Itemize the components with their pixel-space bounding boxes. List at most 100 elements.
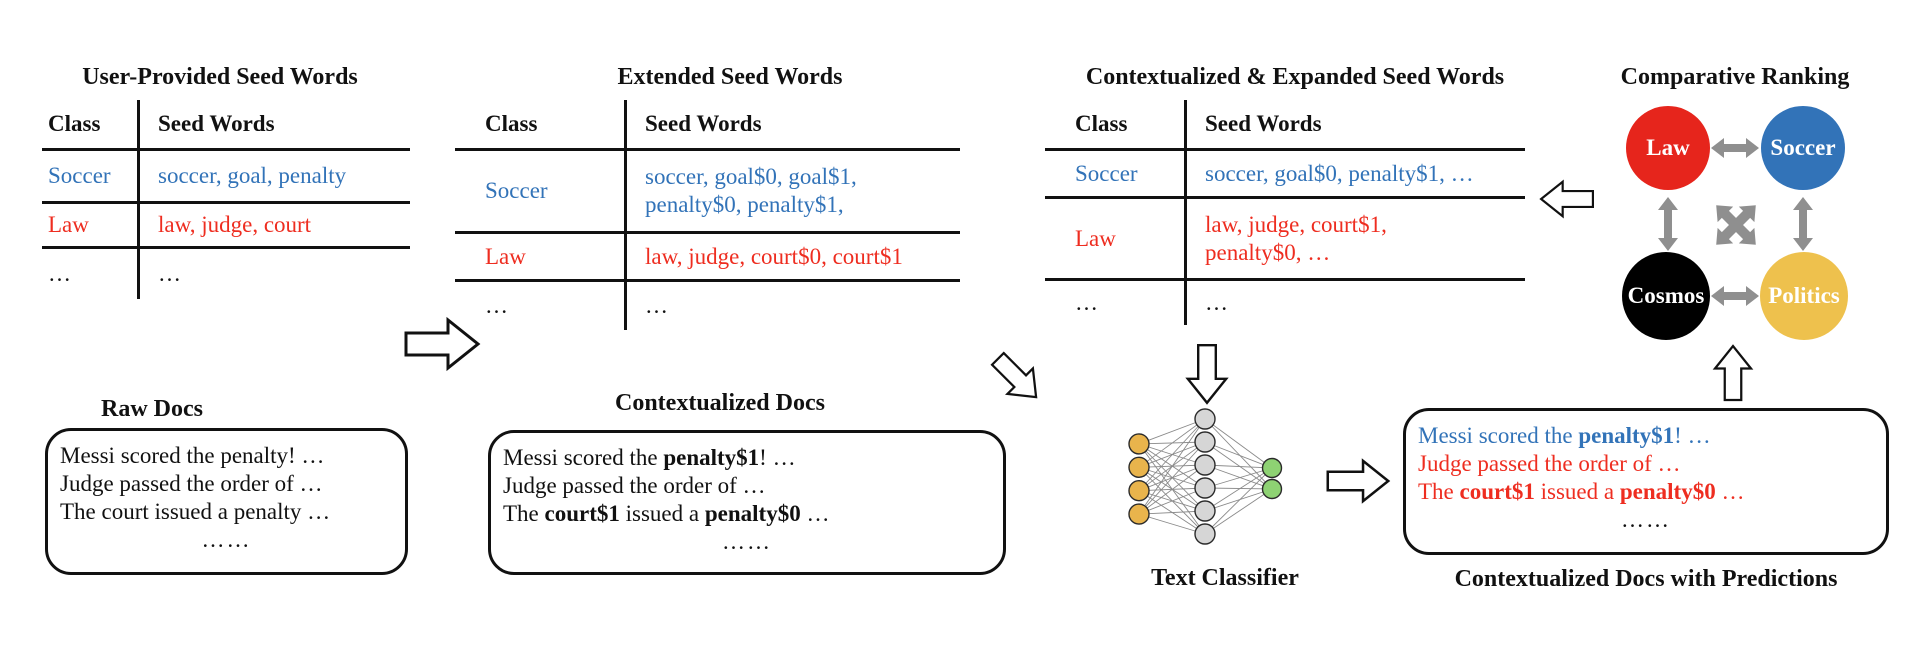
col-header-seed-words: Seed Words — [1205, 111, 1322, 136]
nn-edge — [1204, 467, 1273, 512]
doc-text-segment: The — [1418, 479, 1460, 504]
doc-text-segment: penalty$1 — [663, 445, 760, 470]
table-row-soccer: Soccer soccer, goal, penalty — [42, 151, 410, 204]
nn-node-hidden — [1194, 431, 1216, 453]
raw-docs-title: Raw Docs — [101, 396, 203, 422]
nn-node-hidden — [1194, 408, 1216, 430]
doc-text-segment: … — [800, 501, 830, 526]
comparative-ranking-title: Comparative Ranking — [1620, 64, 1850, 90]
doc-text-segment: court$1 — [544, 501, 620, 526]
double-arrow-cosmos-politics-icon — [1711, 286, 1759, 306]
col-header-class: Class — [42, 100, 140, 148]
doc-ellipsis: …… — [722, 529, 772, 554]
class-label: Law — [455, 234, 627, 279]
nn-edge — [1138, 418, 1206, 492]
nn-edge — [1204, 418, 1273, 469]
contextualized-docs-title: Contextualized Docs — [615, 390, 825, 416]
doc-text-segment: ! … — [1674, 423, 1711, 448]
nn-edge — [1138, 441, 1206, 515]
doc-text-segment: penalty$0 — [704, 501, 801, 526]
doc-line: Messi scored the penalty$1! … — [1418, 422, 1874, 450]
ranking-node-cosmos: Cosmos — [1622, 252, 1710, 340]
nn-edge — [1204, 467, 1273, 489]
seed-words: … — [645, 293, 668, 318]
nn-edge — [1204, 441, 1273, 469]
doc-ellipsis: …… — [1621, 507, 1671, 532]
table-row-ellipsis: … … — [1045, 281, 1525, 325]
user-seed-table: Class Seed Words Soccer soccer, goal, pe… — [42, 100, 410, 299]
doc-line: Messi scored the penalty! … — [60, 443, 325, 468]
double-arrow-soccer-politics-icon — [1793, 197, 1813, 251]
doc-line: Messi scored the penalty$1! … — [503, 444, 991, 472]
nn-edge — [1204, 488, 1273, 535]
node-label: Cosmos — [1627, 283, 1705, 308]
doc-line: The court$1 issued a penalty$0 … — [503, 500, 991, 528]
nn-node-output — [1261, 478, 1283, 500]
doc-text-segment: Messi scored the — [1418, 423, 1579, 448]
expanded-seed-title: Contextualized & Expanded Seed Words — [1085, 64, 1505, 90]
nn-edge — [1138, 487, 1206, 515]
nn-node-hidden — [1194, 500, 1216, 522]
double-arrow-law-soccer-icon — [1711, 138, 1759, 158]
text-classifier-label: Text Classifier — [1151, 565, 1299, 591]
class-label: Soccer — [455, 151, 627, 231]
doc-line: Judge passed the order of … — [60, 471, 323, 496]
table-row-law: Law law, judge, court — [42, 204, 410, 249]
ranking-node-soccer: Soccer — [1761, 106, 1845, 190]
nn-edge — [1138, 510, 1206, 515]
table-header-row: Class Seed Words — [455, 100, 960, 151]
double-arrow-cross-icon — [1716, 205, 1756, 245]
nn-edge — [1138, 418, 1206, 445]
node-label: Soccer — [1770, 135, 1836, 160]
extended-seed-table: Class Seed Words Soccer soccer, goal$0, … — [455, 100, 960, 330]
class-label: … — [1045, 281, 1187, 325]
nn-node-output — [1261, 457, 1283, 479]
doc-text-segment: issued a — [619, 501, 705, 526]
seed-words: soccer, goal$0, goal$1, penalty$0, penal… — [645, 164, 857, 217]
nn-edge — [1204, 488, 1273, 512]
arrow-right-seed-extension-icon — [404, 316, 481, 372]
class-label: Soccer — [1045, 151, 1187, 196]
neural-network-icon — [1128, 408, 1283, 545]
doc-text-segment: issued a — [1534, 479, 1620, 504]
table-header-row: Class Seed Words — [42, 100, 410, 151]
seed-words: law, judge, court — [158, 212, 312, 237]
col-header-class: Class — [455, 100, 627, 148]
doc-text-segment: court$1 — [1459, 479, 1535, 504]
nn-edge — [1204, 418, 1273, 490]
class-label: Soccer — [42, 151, 140, 201]
expanded-seed-table: Class Seed Words Soccer soccer, goal$0, … — [1045, 100, 1525, 325]
arrow-down-seeds-to-classifier-icon — [1185, 343, 1229, 405]
nn-edge — [1204, 441, 1273, 490]
doc-text-segment: The — [503, 501, 545, 526]
nn-edge — [1138, 464, 1206, 515]
raw-docs-box: Messi scored the penalty! … Judge passed… — [45, 428, 408, 575]
ranking-node-politics: Politics — [1760, 252, 1848, 340]
seed-words: … — [1205, 290, 1228, 315]
nn-edge — [1138, 418, 1206, 515]
class-label: Law — [1045, 199, 1187, 278]
arrow-left-ranking-to-seeds-icon — [1539, 179, 1595, 219]
arrow-diagonal-docs-to-classifier-icon — [990, 351, 1038, 399]
doc-text-segment: ! … — [759, 445, 796, 470]
nn-node-input — [1128, 456, 1150, 478]
nn-edge — [1138, 513, 1206, 535]
doc-text-segment: Judge passed the order of … — [503, 473, 766, 498]
doc-text-segment: … — [1715, 479, 1745, 504]
nn-node-input — [1128, 503, 1150, 525]
double-arrow-law-cosmos-icon — [1658, 197, 1678, 251]
class-label: … — [455, 282, 627, 330]
table-row-ellipsis: … … — [42, 249, 410, 299]
col-header-seed-words: Seed Words — [645, 111, 762, 136]
table-header-row: Class Seed Words — [1045, 100, 1525, 151]
table-row-law: Law law, judge, court$1, penalty$0, … — [1045, 199, 1525, 281]
seed-words: soccer, goal, penalty — [158, 163, 347, 188]
node-label: Politics — [1768, 283, 1840, 308]
nn-edge — [1204, 487, 1273, 490]
nn-node-input — [1128, 433, 1150, 455]
doc-line: The court$1 issued a penalty$0 … — [1418, 478, 1874, 506]
nn-node-input — [1128, 479, 1150, 502]
contextualized-docs-box: Messi scored the penalty$1! … Judge pass… — [488, 430, 1006, 575]
predictions-title: Contextualized Docs with Predictions — [1454, 566, 1838, 592]
